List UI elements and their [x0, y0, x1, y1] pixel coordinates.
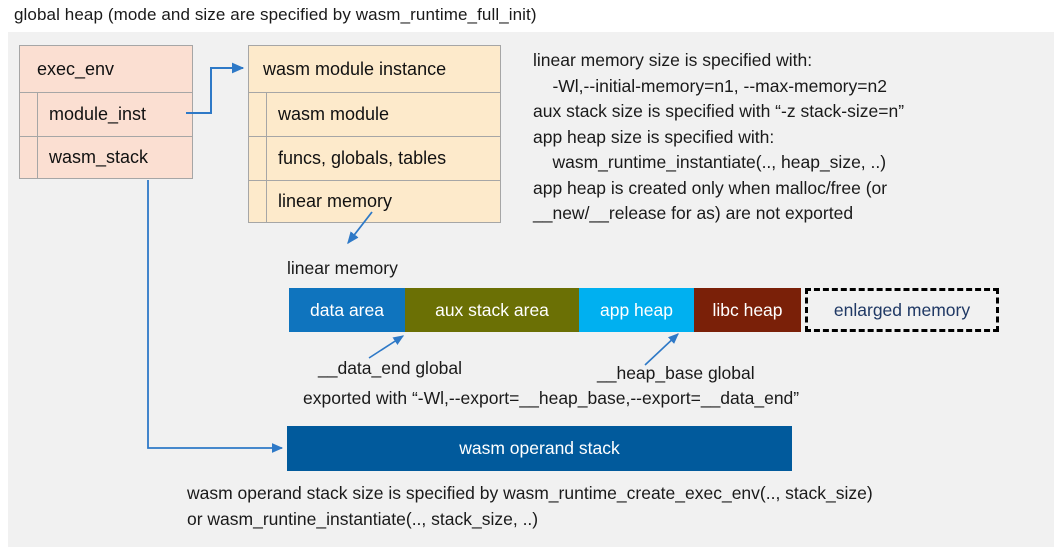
row-indent-gutter [249, 93, 267, 136]
linear-memory-bar: data area aux stack area app heap libc h… [289, 288, 999, 332]
exec-env-field-module-inst: module_inst [20, 93, 192, 137]
memory-size-notes: linear memory size is specified with: -W… [533, 50, 905, 223]
module-instance-field-wasm-module: wasm module [249, 93, 500, 137]
module-inst-label: module_inst [49, 104, 147, 124]
memory-segment-aux-stack-area: aux stack area [405, 288, 579, 332]
row-indent-gutter [20, 137, 38, 178]
page-title: global heap (mode and size are specified… [14, 5, 537, 24]
row-indent-gutter [249, 137, 267, 180]
memory-segment-app-heap: app heap [579, 288, 694, 332]
row-indent-gutter [20, 93, 38, 136]
funcs-globals-tables-label: funcs, globals, tables [278, 148, 447, 168]
exec-env-field-wasm-stack: wasm_stack [20, 137, 192, 178]
exec-env-header-label: exec_env [37, 58, 115, 79]
operand-stack-note: wasm operand stack size is specified by … [187, 483, 873, 529]
exec-env-box: exec_env module_inst wasm_stack [19, 45, 193, 179]
annotation-heap-base-global: __heap_base global [597, 363, 755, 383]
module-instance-field-funcs-globals-tables: funcs, globals, tables [249, 137, 500, 181]
annotation-data-end-global: __data_end global [318, 358, 463, 378]
row-indent-gutter [249, 181, 267, 222]
module-instance-field-linear-memory: linear memory [249, 181, 500, 222]
linear-memory-field-label: linear memory [278, 191, 393, 211]
memory-segment-data-area: data area [289, 288, 405, 332]
module-instance-header-row: wasm module instance [249, 46, 500, 93]
linear-memory-caption: linear memory [287, 258, 398, 278]
wasm-module-label: wasm module [278, 104, 390, 124]
memory-segment-libc-heap: libc heap [694, 288, 801, 332]
wasm-operand-stack-box: wasm operand stack [287, 426, 792, 471]
memory-segment-enlarged-memory: enlarged memory [805, 288, 999, 332]
exec-env-header-row: exec_env [20, 46, 192, 93]
wasm-stack-label: wasm_stack [49, 147, 149, 167]
module-instance-header-label: wasm module instance [263, 58, 447, 79]
wasm-module-instance-box: wasm module instance wasm module funcs, … [248, 45, 501, 223]
annotation-exported-with: exported with “-Wl,--export=__heap_base,… [303, 388, 800, 408]
